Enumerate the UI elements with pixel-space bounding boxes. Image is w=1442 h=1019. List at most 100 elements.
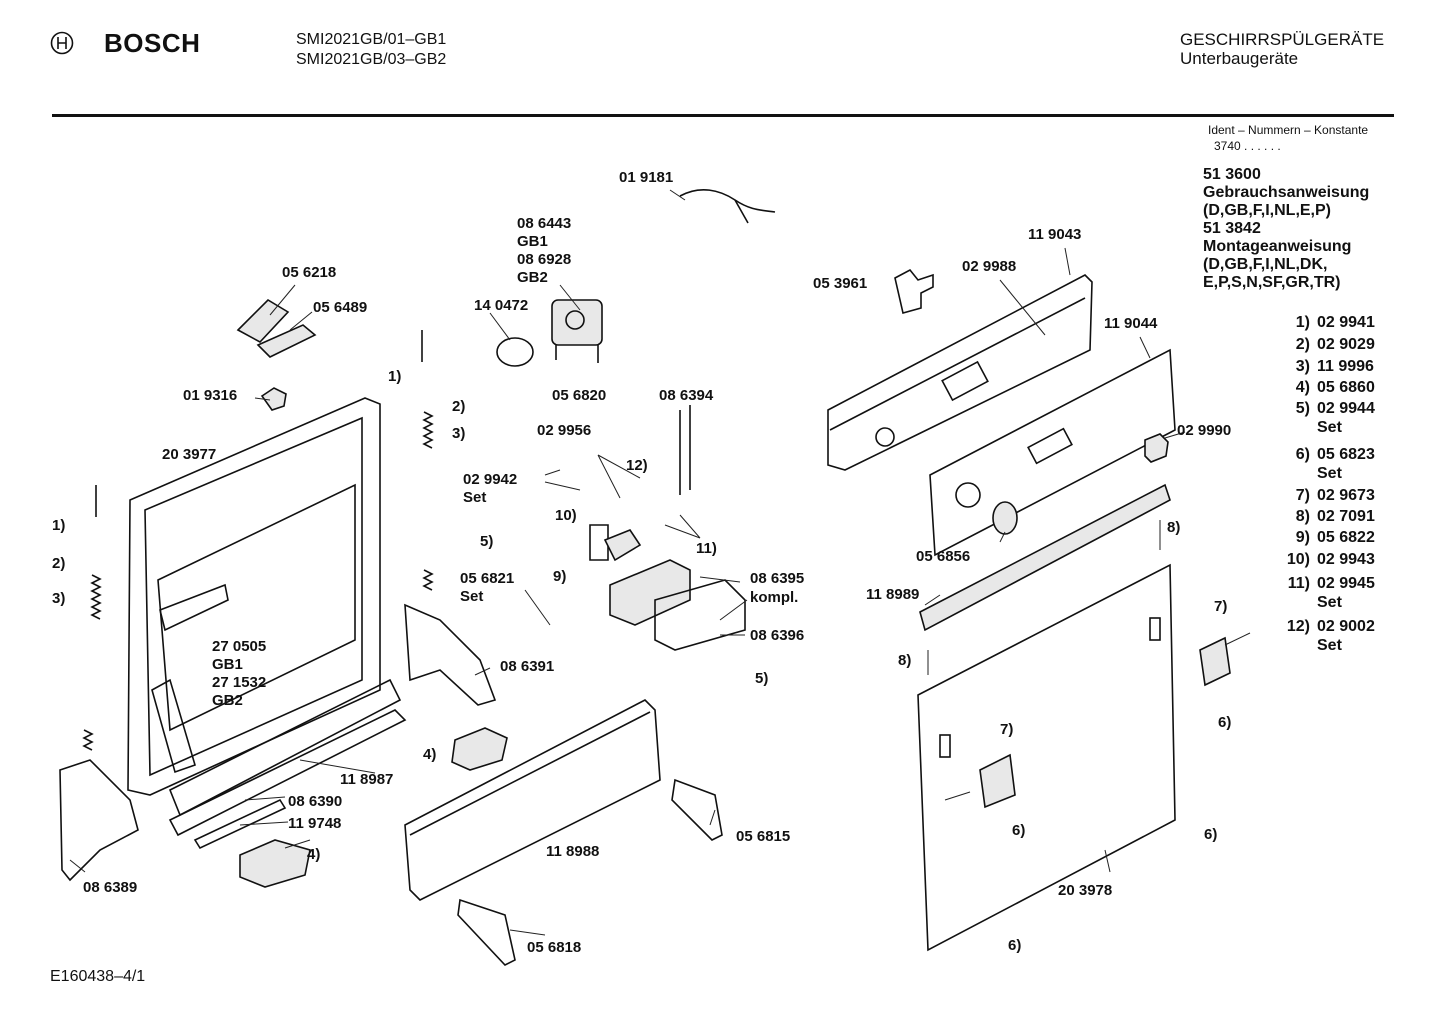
leader-lines (69, 189, 1186, 936)
part-label: 4) (423, 746, 437, 763)
part-label: GB1 (212, 656, 243, 673)
part-label: 6) (1204, 826, 1218, 843)
part-label: 05 6818 (527, 939, 582, 956)
legend-row: 3) 11 9996 (1280, 358, 1390, 378)
part-label: 8) (898, 652, 912, 669)
legend-row: 7)02 9673 (1280, 487, 1390, 507)
bracket-part (671, 778, 723, 841)
part-label: 08 6390 (288, 793, 343, 810)
legend-key: 4) (1295, 379, 1310, 396)
bosch-logo-icon (50, 31, 74, 55)
part-label: 02 9988 (962, 258, 1017, 275)
cable-part (679, 188, 776, 213)
part-label: 7) (1000, 721, 1014, 738)
part-label: 9) (553, 568, 567, 585)
part-label: kompl. (750, 589, 799, 606)
latch-part (260, 387, 287, 411)
part-label: 01 9316 (183, 387, 238, 404)
legend-key: 11) (1287, 575, 1310, 592)
legend-suffix: Set (1317, 419, 1342, 436)
drawing-number: E160438–4/1 (50, 968, 146, 985)
legend-suffix: Set (1317, 594, 1342, 611)
ident-block: Ident – Nummern – Konstante 3740 . . . .… (1208, 122, 1368, 154)
part-label: 11 9044 (1104, 315, 1158, 332)
knob-part (992, 501, 1018, 535)
legend-key: 8) (1295, 508, 1310, 525)
part-label: 27 0505 (212, 638, 267, 655)
part-label: 01 9181 (619, 169, 674, 186)
strip-part (168, 709, 407, 837)
legend-key: 12) (1286, 618, 1310, 635)
legend-part-number: 02 9945 (1317, 575, 1375, 592)
part-label: 2) (52, 555, 66, 572)
clip-part (236, 298, 317, 358)
part-label: 3) (452, 425, 466, 442)
part-label: 6) (1012, 822, 1026, 839)
part-label: 5) (480, 533, 494, 550)
category-line: GESCHIRRSPÜLGERÄTE (1180, 30, 1385, 49)
part-label: 05 3961 (813, 275, 868, 292)
ident-title: Ident – Nummern – Konstante (1208, 123, 1369, 137)
part-label: 05 6815 (736, 828, 791, 845)
header-divider (52, 114, 1394, 117)
legend-suffix: Set (1317, 465, 1342, 482)
part-label: 02 9990 (1177, 422, 1232, 439)
hinge-part (404, 603, 497, 706)
front-panel-part (929, 348, 1176, 557)
part-label: GB2 (212, 692, 243, 709)
legend-key: 5) (1295, 400, 1310, 417)
part-label: 12) (626, 457, 648, 474)
wire-part (589, 524, 609, 561)
bracket-part (457, 898, 516, 966)
strip-part (193, 798, 287, 850)
spring-part (422, 569, 434, 591)
block-part (239, 839, 311, 888)
part-label: 11 8987 (340, 771, 394, 788)
part-label: 05 6820 (552, 387, 607, 404)
part-label: 11 9748 (288, 815, 342, 832)
part-label: 11) (696, 540, 717, 557)
screw-part (1224, 632, 1251, 646)
gear-part (496, 337, 534, 367)
legend-part-number: 02 9943 (1317, 551, 1375, 568)
product-category: GESCHIRRSPÜLGERÄTE Unterbaugeräte (1180, 30, 1384, 68)
screw-part (944, 791, 971, 801)
model-numbers: SMI2021GB/01–GB1 SMI2021GB/03–GB2 (296, 30, 446, 70)
legend-suffix: Set (1317, 637, 1342, 654)
legend-key: 2) (1295, 336, 1310, 353)
lock-module-part (609, 559, 746, 651)
block-part (451, 727, 508, 771)
category-line: Unterbaugeräte (1180, 49, 1299, 68)
legend-row: 4)05 6860 (1280, 379, 1390, 399)
strip-part (919, 483, 1171, 632)
part-label: 27 1532 (212, 674, 267, 691)
brand-name: BOSCH (104, 28, 201, 58)
legend-key: 10) (1286, 551, 1310, 568)
plinth-part (404, 699, 661, 901)
documents-list: 51 3600 Gebrauchsanweisung (D,GB,F,I,NL,… (1203, 166, 1369, 292)
part-label: 05 6218 (282, 264, 337, 281)
legend-part-number: 11 9996 (1317, 358, 1374, 375)
legend-part-number: 02 7091 (1317, 508, 1375, 525)
document-line: Gebrauchsanweisung (1203, 184, 1370, 201)
hinge-plate-part (979, 753, 1016, 809)
legend-key: 7) (1295, 487, 1310, 504)
part-label: 08 6396 (750, 627, 805, 644)
legend-row: 1)02 9941 (1280, 314, 1390, 334)
model-line: SMI2021GB/03–GB2 (296, 51, 447, 68)
part-label: 2) (452, 398, 466, 415)
part-label: 1) (388, 368, 402, 385)
legend-key: 3) (1295, 358, 1310, 375)
part-label: 05 6489 (313, 299, 368, 316)
control-panel-part (827, 274, 1093, 471)
part-label: 08 6443 (517, 215, 572, 232)
part-label: 3) (52, 590, 66, 607)
outer-door-part (917, 563, 1176, 952)
part-label: Set (460, 588, 484, 605)
cap-part (1144, 433, 1169, 463)
part-label: GB1 (517, 233, 548, 250)
legend-key: 6) (1295, 446, 1310, 463)
part-label: 14 0472 (474, 297, 529, 314)
